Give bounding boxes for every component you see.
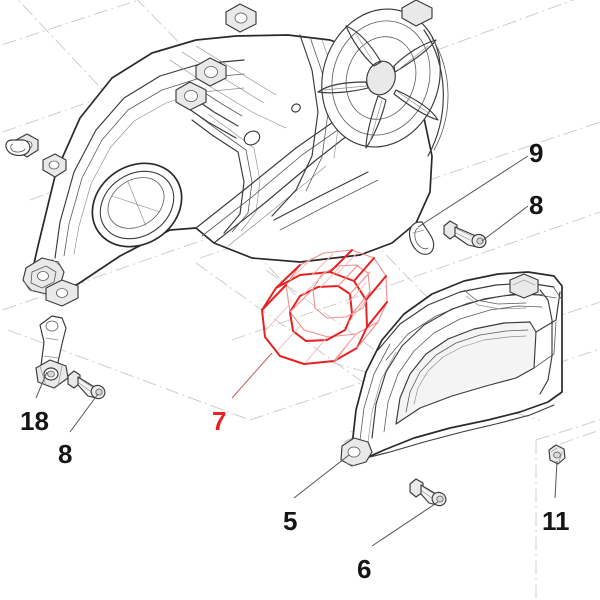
leader-8-upper bbox=[481, 205, 529, 242]
top-left-clip bbox=[5, 139, 31, 157]
clip-and-bolt-assembly bbox=[408, 220, 487, 255]
air-intake-cover bbox=[340, 271, 563, 467]
callout-8-bracket[interactable]: 8 bbox=[58, 439, 73, 469]
leader-5 bbox=[293, 454, 350, 499]
leader-8-bracket bbox=[69, 393, 99, 433]
transmission-case bbox=[15, 0, 449, 307]
callout-7-highlighted[interactable]: 7 bbox=[212, 406, 227, 436]
callout-8-upper[interactable]: 8 bbox=[529, 190, 544, 220]
leader-11 bbox=[554, 460, 558, 499]
leader-18 bbox=[35, 371, 48, 399]
leader-9 bbox=[417, 155, 529, 228]
hex-nut bbox=[548, 444, 566, 465]
callout-5[interactable]: 5 bbox=[283, 506, 298, 536]
callout-18[interactable]: 18 bbox=[20, 406, 49, 436]
flange-bolt-upper bbox=[443, 220, 487, 249]
cable-bracket-assembly bbox=[35, 315, 106, 400]
cover-mount-tab bbox=[340, 437, 373, 467]
leader-lines bbox=[35, 155, 558, 547]
air-duct-seal-highlighted bbox=[261, 249, 388, 365]
flange-bolt-lower bbox=[409, 478, 447, 507]
flange-bolt-bracket bbox=[67, 370, 106, 400]
callout-9[interactable]: 9 bbox=[529, 138, 544, 168]
leader-7 bbox=[231, 352, 273, 399]
leader-6 bbox=[371, 501, 439, 547]
callout-11[interactable]: 11 bbox=[542, 506, 570, 536]
callout-6[interactable]: 6 bbox=[357, 554, 372, 584]
spring-clip bbox=[408, 221, 435, 255]
